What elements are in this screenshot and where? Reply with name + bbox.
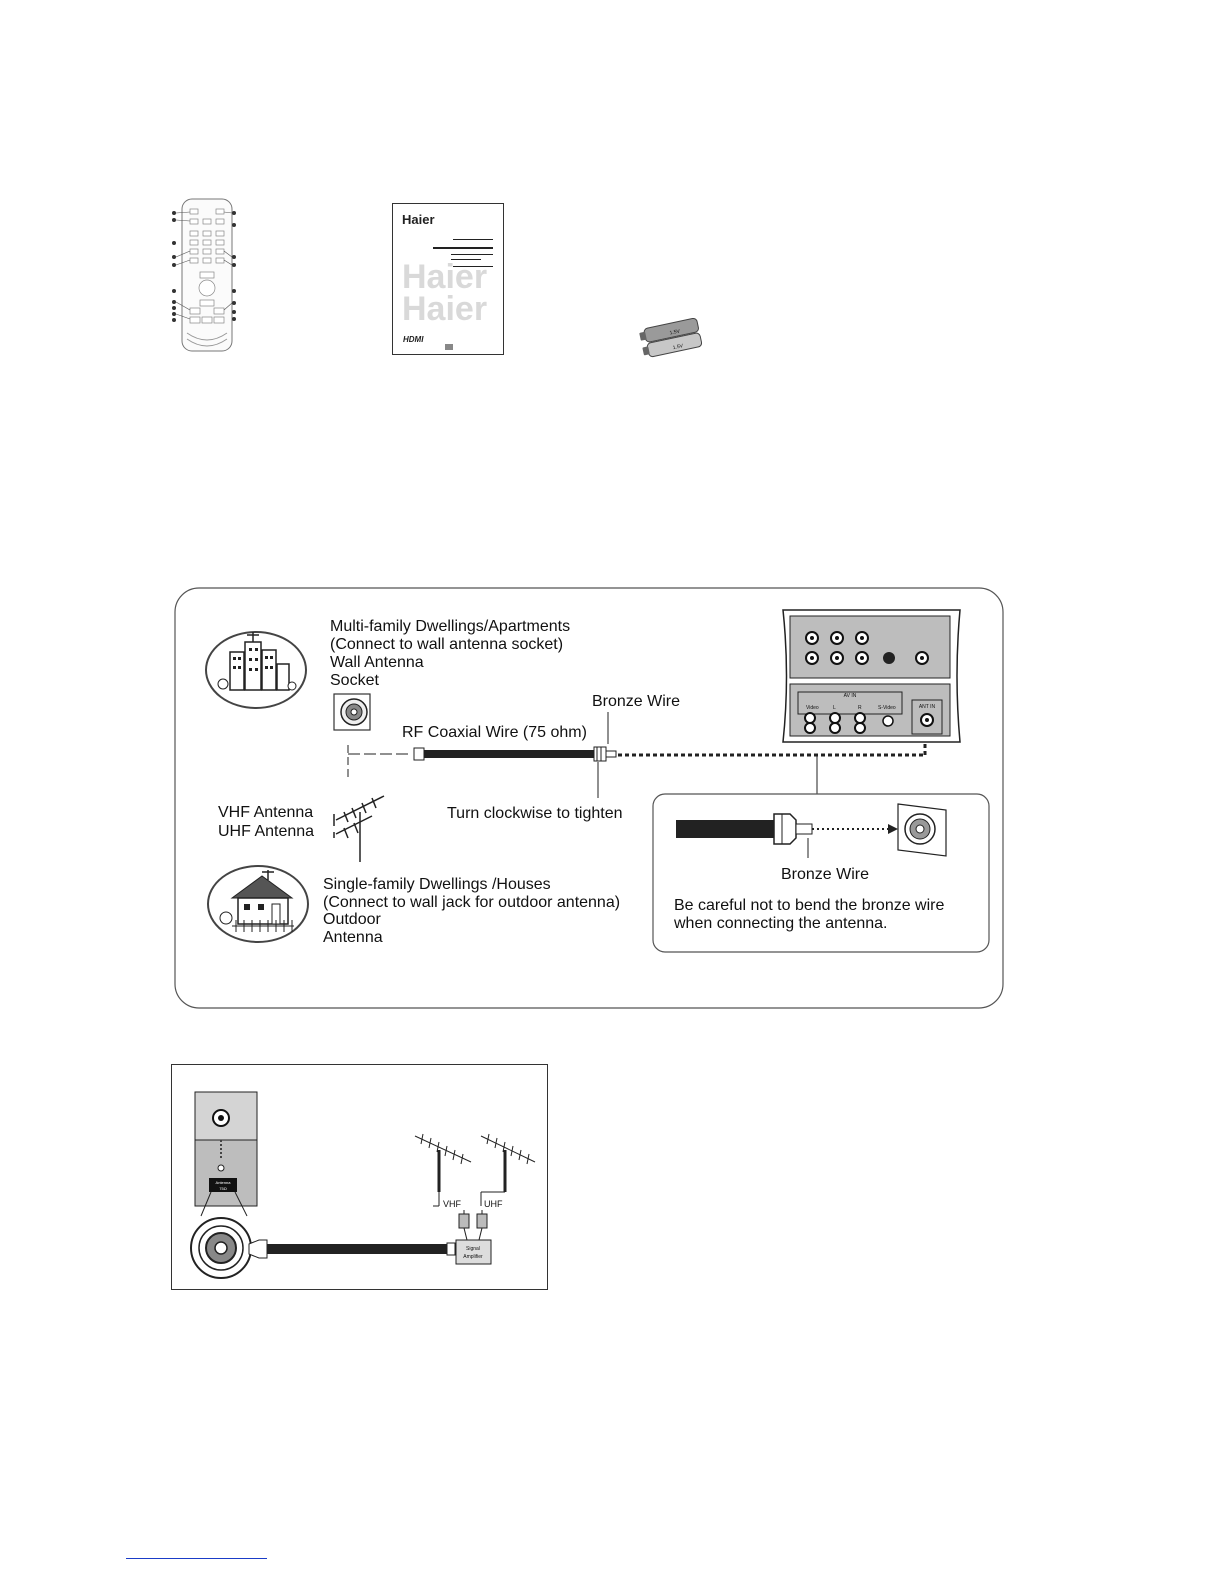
user-manual-booklet: Haier Haier Haier HDMI [392,203,504,355]
bronze-wire-label: Bronze Wire [592,693,680,710]
apartments-title: Multi-family Dwellings/Apartments [330,618,570,635]
signal-amplifier-diagram: Antenna 75Ω Signal Amplifier VHF [171,1064,548,1290]
turn-clockwise-label: Turn clockwise to tighten [447,805,622,822]
aaa-batteries-illustration: 1.5V 1.5V [639,318,703,358]
footer-link-underline[interactable] [126,1558,267,1559]
wall-antenna-label: Wall Antenna [330,654,424,671]
manual-rule [453,266,493,267]
manual-rule [451,254,493,255]
vhf-antenna-label: VHF Antenna [218,804,313,821]
inset-bronze-wire-label: Bronze Wire [781,866,869,883]
caution-text-line1: Be careful not to bend the bronze wire [674,897,944,914]
battery-label: 1.5V [672,343,684,351]
panel-antin-label: ANT IN [919,704,936,710]
battery-label: 1.5V [669,328,681,336]
antenna-plug-icon [458,1210,488,1241]
panel-l-label: L [833,705,836,711]
panel-svideo-label: S-Video [878,705,896,711]
signal-amplifier-label-line2: Amplifier [463,1254,483,1260]
houses-title: Single-family Dwellings /Houses [323,876,551,893]
inset-coaxial-plug [676,813,898,845]
zoomed-antenna-socket-icon [190,1217,252,1279]
uhf-label: UHF [484,1199,503,1209]
apartments-note: (Connect to wall antenna socket) [330,636,563,653]
house-icon [207,865,309,943]
outdoor-antenna-label: Outdoor [323,911,381,928]
manual-brand-logo: Haier [402,212,435,227]
antenna-connection-diagram: Multi-family Dwellings/Apartments (Conne… [174,587,1004,1009]
manual-watermark: Haier [402,258,488,296]
apartment-building-icon [205,631,307,709]
manual-rule [453,239,493,240]
manual-rule [433,247,493,249]
uhf-antenna-icon [480,1133,536,1206]
antenna-port-ohm-label: 75Ω [219,1186,226,1191]
manual-rule [451,259,481,260]
outdoor-antenna-icon [333,795,385,862]
wall-antenna-socket-label: Socket [330,672,379,689]
manual-watermark: Haier [402,290,488,328]
panel-av-in-label: AV IN [844,693,857,699]
uhf-antenna-label: UHF Antenna [218,823,314,840]
rf-coaxial-cable [413,746,617,762]
caution-text-line2: when connecting the antenna. [673,915,888,932]
remote-control-illustration [172,198,236,352]
outdoor-antenna-label-line2: Antenna [323,929,383,946]
signal-amplifier-box [455,1239,492,1265]
antenna-port-label: Antenna [216,1180,232,1185]
inset-wall-socket-icon [897,803,947,857]
houses-note: (Connect to wall jack for outdoor antenn… [323,894,620,911]
hdmi-badge: HDMI [403,335,424,344]
panel-video-label: Video [806,705,819,711]
diagram-frame [174,587,1004,1009]
manual-barcode [445,344,453,350]
tv-rear-panel: AV IN Video L R S-Video ANT IN [782,609,961,743]
wall-antenna-socket-icon [333,693,371,731]
tv-antenna-panel: Antenna 75Ω [194,1091,258,1217]
signal-amplifier-label: Signal [466,1246,480,1252]
vhf-antenna-icon [414,1133,472,1207]
rf-coaxial-label: RF Coaxial Wire (75 ohm) [402,724,587,741]
vhf-label: VHF [443,1199,462,1209]
amplifier-coaxial-cable [248,1239,456,1259]
panel-r-label: R [858,705,862,711]
